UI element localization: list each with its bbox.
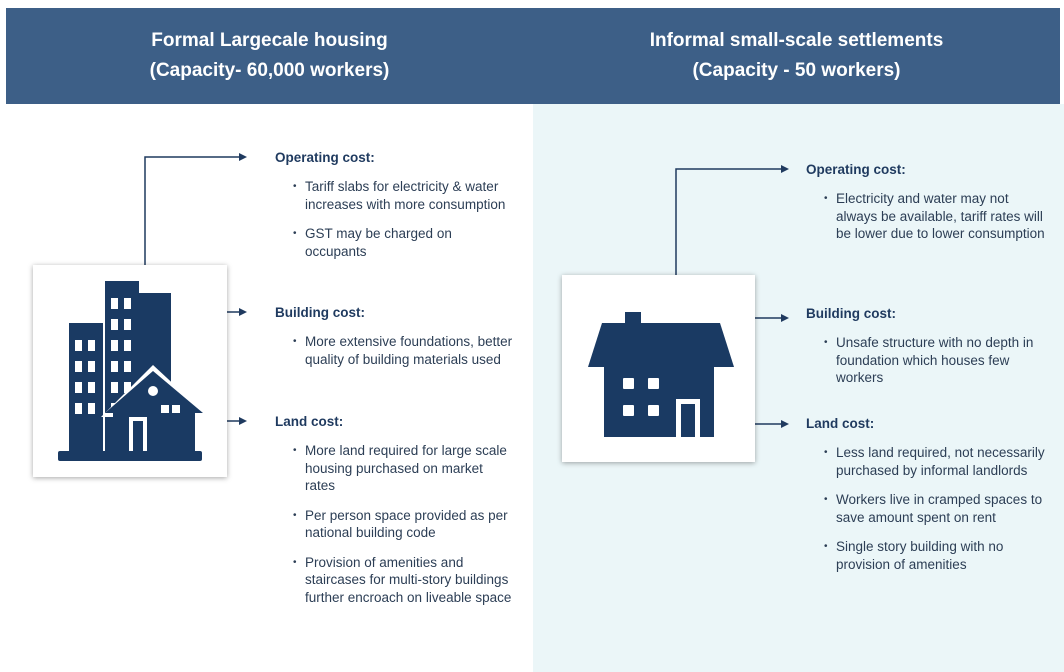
left-land-cost-section: Land cost: More land required for large … [275, 414, 515, 618]
list-item: Less land required, not necessarily purc… [824, 444, 1046, 479]
left-operating-cost-section: Operating cost: Tariff slabs for electri… [275, 150, 515, 272]
office-buildings-icon [58, 281, 209, 461]
right-building-cost-list: Unsafe structure with no depth in founda… [806, 334, 1046, 387]
list-item: Single story building with no provision … [824, 538, 1046, 573]
list-item: Tariff slabs for electricity & water inc… [293, 178, 515, 213]
right-operating-cost-title: Operating cost: [806, 162, 906, 177]
left-land-cost-title: Land cost: [275, 414, 344, 429]
right-header-capacity: (Capacity - 50 workers) [692, 60, 901, 81]
left-building-cost-section: Building cost: More extensive foundation… [275, 305, 515, 380]
list-item: More extensive foundations, better quali… [293, 333, 515, 368]
list-item: Unsafe structure with no depth in founda… [824, 334, 1046, 387]
left-building-cost-title: Building cost: [275, 305, 365, 320]
right-operating-cost-section: Operating cost: Electricity and water ma… [806, 162, 1046, 255]
house-icon [588, 312, 734, 437]
right-icon-card [562, 275, 755, 462]
right-land-cost-section: Land cost: Less land required, not neces… [806, 416, 1046, 585]
left-operating-arrow [144, 153, 247, 265]
list-item: More land required for large scale housi… [293, 442, 515, 495]
left-land-cost-list: More land required for large scale housi… [275, 442, 515, 606]
left-operating-cost-list: Tariff slabs for electricity & water inc… [275, 178, 515, 260]
list-item: Workers live in cramped spaces to save a… [824, 491, 1046, 526]
left-header-capacity: (Capacity- 60,000 workers) [149, 60, 390, 81]
right-building-cost-title: Building cost: [806, 306, 896, 321]
right-land-cost-title: Land cost: [806, 416, 875, 431]
left-building-cost-list: More extensive foundations, better quali… [275, 333, 515, 368]
right-header-title: Informal small-scale settlements [649, 30, 944, 51]
left-operating-cost-title: Operating cost: [275, 150, 375, 165]
list-item: Provision of amenities and staircases fo… [293, 554, 515, 607]
list-item: Per person space provided as per nationa… [293, 507, 515, 542]
right-header: Informal small-scale settlements (Capaci… [533, 8, 1060, 104]
left-icon-card [33, 265, 227, 477]
right-operating-cost-list: Electricity and water may not always be … [806, 190, 1046, 243]
right-building-cost-section: Building cost: Unsafe structure with no … [806, 306, 1046, 399]
right-land-cost-list: Less land required, not necessarily purc… [806, 444, 1046, 573]
list-item: Electricity and water may not always be … [824, 190, 1046, 243]
left-header-title: Formal Largecale housing [151, 30, 388, 51]
list-item: GST may be charged on occupants [293, 225, 515, 260]
left-header: Formal Largecale housing (Capacity- 60,0… [6, 8, 533, 104]
